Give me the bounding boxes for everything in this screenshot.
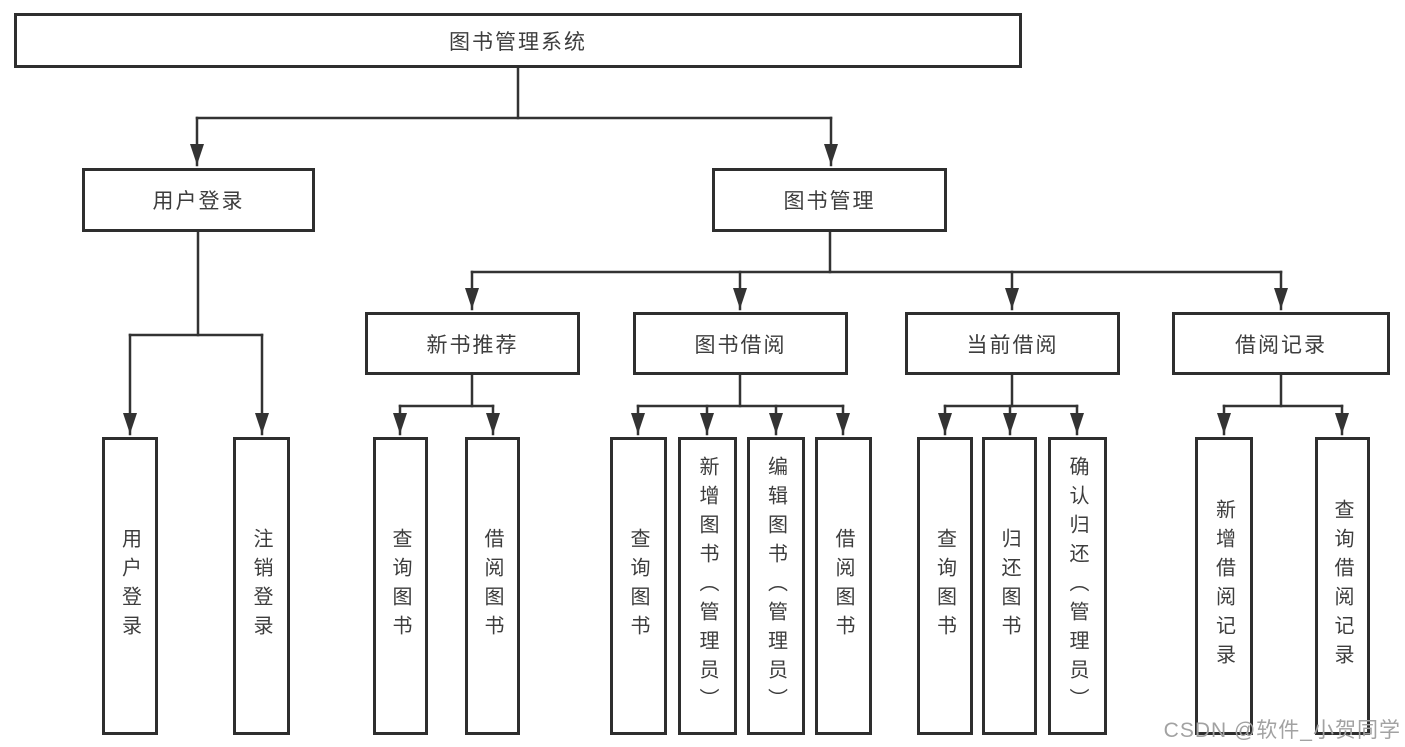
node-borrow-records: 借阅记录 <box>1172 312 1390 375</box>
node-book-borrow: 图书借阅 <box>633 312 848 375</box>
leaf-confirm-return-admin: 确认归还（管理员） <box>1048 437 1107 735</box>
node-current-borrow: 当前借阅 <box>905 312 1120 375</box>
leaf-query-book-borrow: 查询图书 <box>610 437 667 735</box>
leaf-borrow-book: 借阅图书 <box>815 437 872 735</box>
node-library-management-system: 图书管理系统 <box>14 13 1022 68</box>
node-book-management: 图书管理 <box>712 168 947 232</box>
leaf-query-book-recommend: 查询图书 <box>373 437 428 735</box>
leaf-query-book-current: 查询图书 <box>917 437 973 735</box>
csdn-watermark: CSDN @软件_小贺同学 <box>1163 719 1401 742</box>
node-user-login: 用户登录 <box>82 168 315 232</box>
leaf-borrow-book-recommend: 借阅图书 <box>465 437 520 735</box>
leaf-edit-book-admin: 编辑图书（管理员） <box>747 437 805 735</box>
leaf-logout: 注销登录 <box>233 437 290 735</box>
leaf-add-borrow-record: 新增借阅记录 <box>1195 437 1253 735</box>
leaf-add-book-admin: 新增图书（管理员） <box>678 437 737 735</box>
leaf-query-borrow-record: 查询借阅记录 <box>1315 437 1370 735</box>
leaf-return-book: 归还图书 <box>982 437 1037 735</box>
node-new-book-recommend: 新书推荐 <box>365 312 580 375</box>
leaf-user-login: 用户登录 <box>102 437 158 735</box>
